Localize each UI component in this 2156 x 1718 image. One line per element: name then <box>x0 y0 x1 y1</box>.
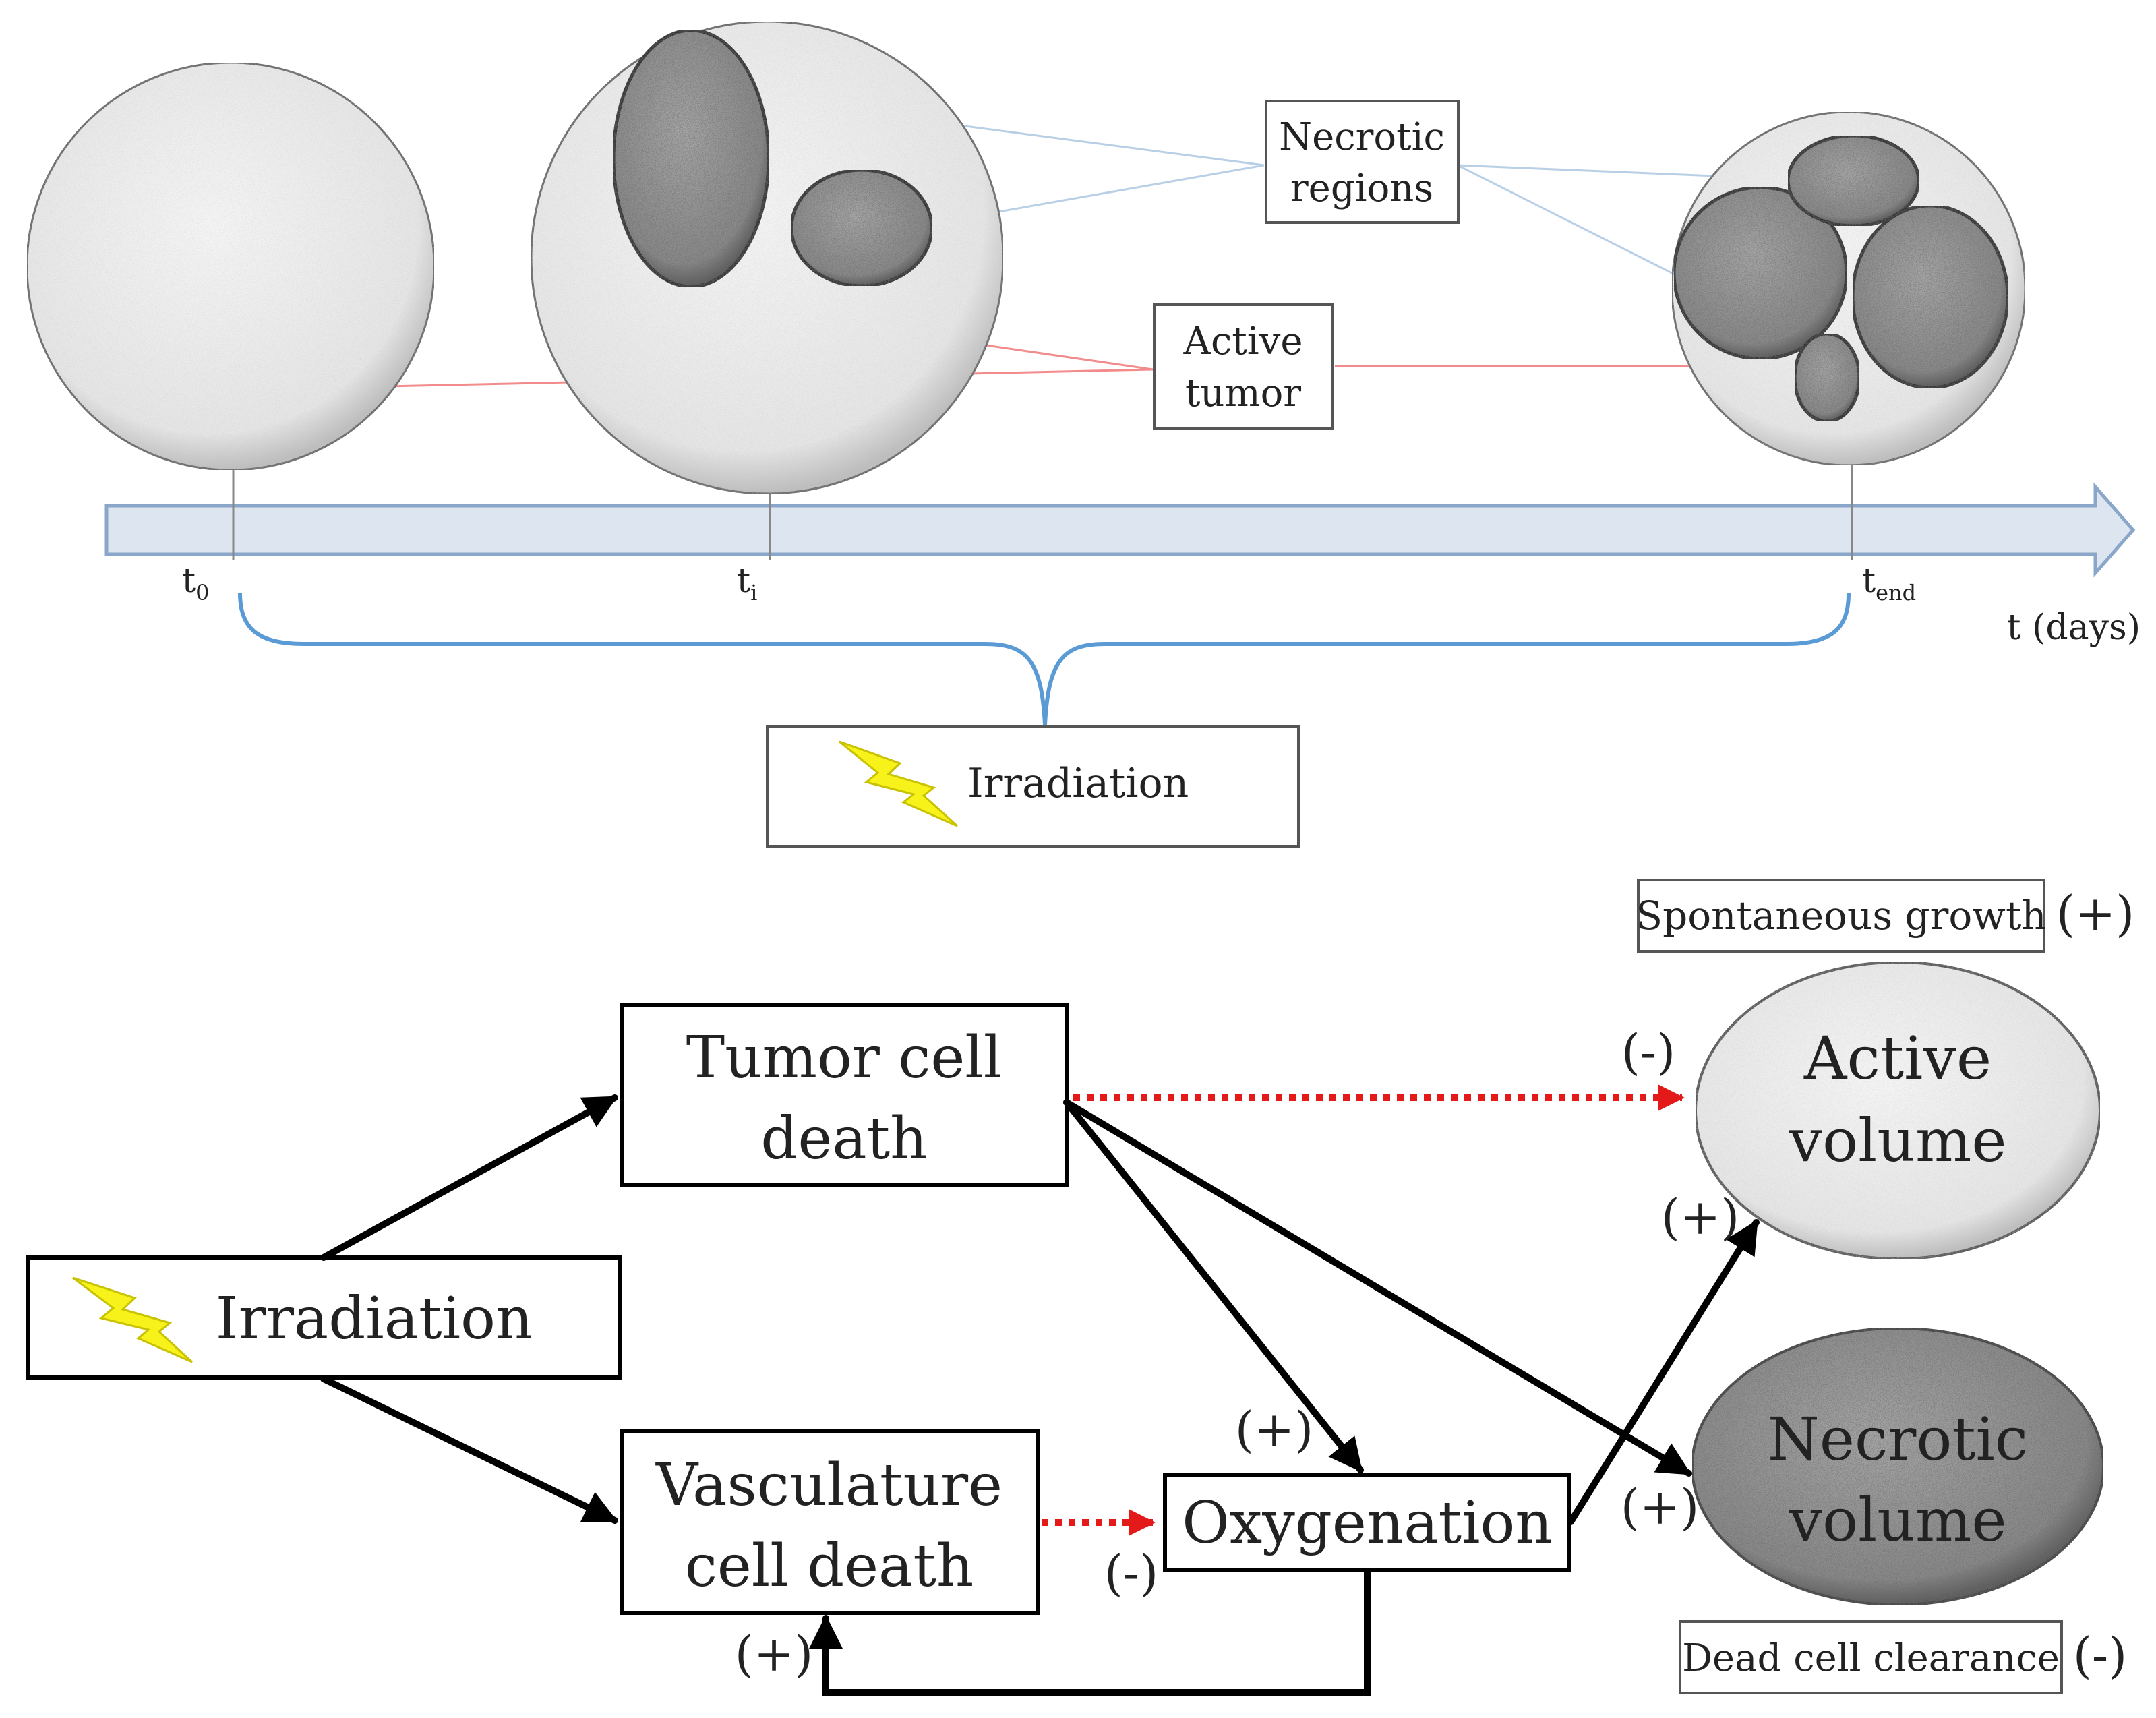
sign-vasculature-to-oxygenation: (-) <box>1104 1545 1159 1601</box>
dead-cell-clearance-label: Dead cell clearance <box>1682 1636 2060 1680</box>
sign-tumor-to-necrotic: (+) <box>1621 1479 1700 1535</box>
irradiation-brace <box>238 593 1851 725</box>
spontaneous-growth-box <box>1637 879 2045 953</box>
flow-section: Active volume Necrotic volume Spontaneou… <box>26 879 2135 1696</box>
oxygenation-box <box>1163 1473 1571 1572</box>
necrotic-regions-box <box>1265 100 1460 224</box>
arrow-irradiation-to-vasculature <box>320 1375 618 1524</box>
arrow-tumor-to-necrotic <box>1063 1099 1692 1477</box>
timeline-irradiation-label: Irradiation <box>967 760 1189 807</box>
tumor-ti-circle <box>530 20 1005 495</box>
necrotic-region <box>611 28 771 289</box>
sign-tumor-to-active: (-) <box>1621 1024 1676 1080</box>
irradiation-label: Irradiation <box>216 1285 533 1353</box>
active-volume-label: Active <box>1803 1024 1992 1093</box>
oxygenation-label: Oxygenation <box>1182 1489 1552 1557</box>
tumor-cell-death-box <box>620 1003 1069 1187</box>
necrotic-volume-label: Necrotic <box>1768 1404 2028 1474</box>
necrotic-region <box>1786 134 1921 228</box>
active-tumor-box <box>1153 303 1334 430</box>
necrotic-region <box>1672 185 1849 361</box>
axis-unit-label: t (days) <box>2007 608 2140 648</box>
active-volume-label: volume <box>1788 1106 2006 1175</box>
active-tumor-label: tumor <box>1185 372 1301 415</box>
sign-tumor-to-oxygenation: (+) <box>1235 1401 1314 1458</box>
necrotic-regions-label: Necrotic <box>1279 115 1445 159</box>
arrow-oxygenation-to-vasculature <box>809 1568 1371 1696</box>
t0-label: t0 <box>182 561 209 605</box>
tumor-cell-death-label: death <box>760 1105 927 1173</box>
necrotic-region <box>789 168 934 288</box>
timeline-section: Necrotic regions Active tumor t0 ti tend… <box>26 20 2140 848</box>
arrow-oxygenation-to-active <box>1567 1219 1760 1525</box>
lightning-bolt-icon <box>839 740 959 827</box>
arrow-tumor-to-oxygenation <box>1063 1099 1364 1473</box>
necrotic-region <box>1851 204 2010 390</box>
lightning-bolt-icon <box>72 1276 193 1363</box>
tumor-cell-death-label: Tumor cell <box>686 1024 1002 1092</box>
dead-cell-clearance-box <box>1679 1620 2063 1694</box>
sign-oxygenation-to-active: (+) <box>1661 1189 1740 1245</box>
necrotic-volume-ellipse <box>1691 1327 2105 1606</box>
flow-arrows <box>320 1094 1760 1696</box>
spontaneous-growth-label: Spontaneous growth <box>1636 893 2046 939</box>
arrow-irradiation-to-tumor <box>320 1094 618 1261</box>
vasculature-cell-death-label: cell death <box>685 1533 974 1600</box>
inhibit-arrows <box>1042 1084 1685 1536</box>
tumor-t0-circle <box>26 61 436 471</box>
necrotic-regions-label: regions <box>1290 167 1433 210</box>
active-tumor-label: Active <box>1183 320 1303 363</box>
active-volume-ellipse <box>1694 961 2101 1260</box>
dead-cell-clearance-sign: (-) <box>2073 1627 2128 1684</box>
necrotic-region <box>1793 332 1861 423</box>
timeline-irradiation-box <box>766 725 1300 848</box>
ti-label: ti <box>737 561 757 605</box>
sign-oxygenation-to-vasculature: (+) <box>735 1626 814 1682</box>
spontaneous-growth-sign: (+) <box>2056 885 2135 942</box>
tend-label: tend <box>1862 561 1916 605</box>
necrotic-volume-label: volume <box>1788 1485 2006 1555</box>
timeline-arrow <box>104 482 2136 578</box>
vasculature-cell-death-label: Vasculature <box>655 1452 1002 1519</box>
vasculature-cell-death-box <box>620 1429 1040 1615</box>
